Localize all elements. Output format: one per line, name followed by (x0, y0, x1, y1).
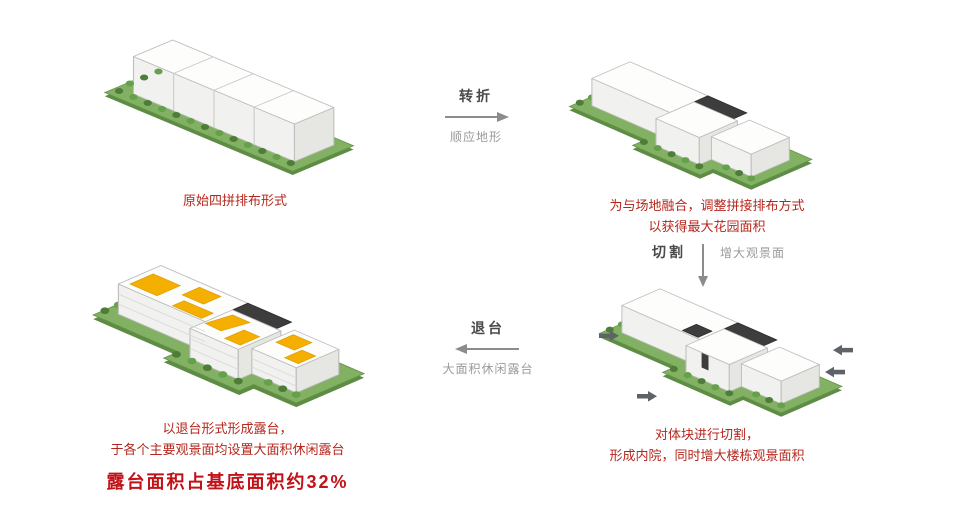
caption-original-massing: 原始四拼排布形式 (182, 193, 287, 208)
arrow-down-icon (698, 244, 708, 287)
step-turn-subtitle: 顺应地形 (449, 130, 502, 144)
diagram-cut-massing (598, 288, 853, 417)
setback-step-lines (118, 293, 297, 387)
trees-front (639, 139, 756, 182)
step-turn-title: 转折 (459, 88, 493, 104)
courtyard-cut (682, 324, 713, 338)
arrow-right-icon (599, 330, 619, 342)
building-mass (117, 265, 340, 394)
diagram-adjusted-massing (568, 61, 813, 190)
caption-cut-massing: 对体块进行切割， 形成内院，同时增大楼栋观景面积 (609, 427, 805, 463)
step-terrace: 退台 大面积休闲露台 (426, 318, 550, 377)
arrow-right-icon (445, 112, 509, 122)
diagram-terraced-massing (92, 265, 366, 408)
unit-division-lines (173, 56, 294, 145)
terrace-area-highlight: 露台面积占基底面积约32% (106, 472, 349, 492)
facade-cut-slot (701, 352, 709, 371)
step-terrace-subtitle: 大面积休闲露台 (442, 362, 534, 376)
trees-front (171, 351, 301, 398)
step-cut-title: 切割 (652, 244, 686, 260)
arrow-left-icon (833, 344, 853, 356)
diagram-original-massing (103, 39, 355, 175)
cut-direction-arrows (599, 330, 853, 402)
step-turn: 转折 顺应地形 (424, 86, 528, 145)
arrow-right-icon (637, 390, 657, 402)
building-mass (621, 288, 820, 405)
trees (114, 68, 295, 166)
step-cut-subtitle: 增大观景面 (720, 246, 786, 260)
building-mass (591, 61, 790, 178)
trees-front (669, 366, 786, 409)
step-terrace-title: 退台 (471, 320, 505, 336)
arrow-left-icon (825, 366, 845, 378)
terrace-patches (129, 273, 317, 364)
building-mass (132, 39, 335, 162)
caption-adjusted-massing: 为与场地融合，调整拼接排布方式 以获得最大花园面积 (609, 198, 805, 234)
caption-terraced-massing: 以退台形式形成露台， 于各个主要观景面均设置大面积休闲露台 (110, 421, 345, 457)
arrow-left-icon (455, 344, 519, 354)
step-cut: 切割 增大观景面 (652, 242, 785, 288)
